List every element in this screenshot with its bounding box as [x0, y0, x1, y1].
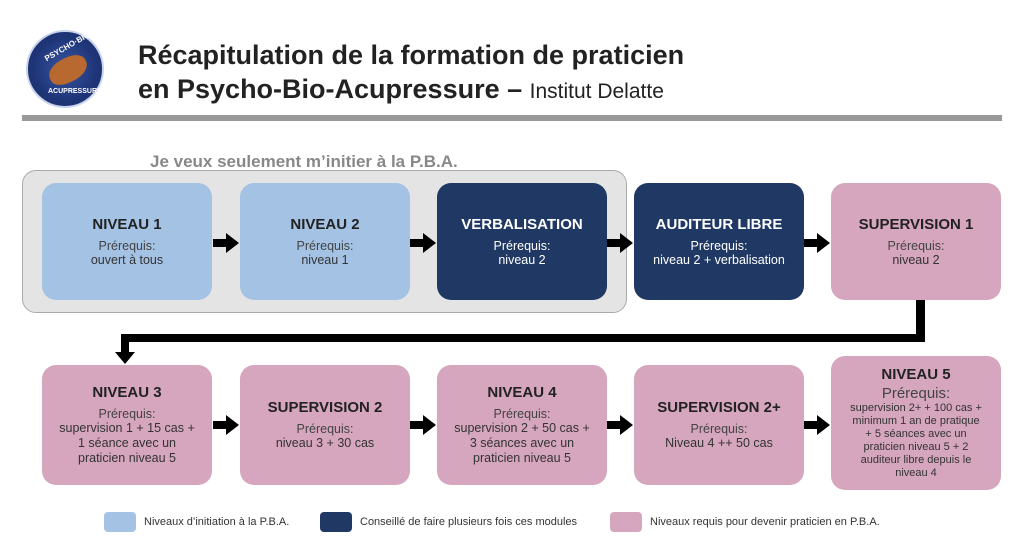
legend-initiation: Niveaux d’initiation à la P.B.A. [104, 512, 289, 532]
arrow-icon [804, 233, 830, 253]
box-supervision-2-plus: SUPERVISION 2+Prérequis:Niveau 4 ++ 50 c… [634, 365, 804, 485]
legend-practitioner: Niveaux requis pour devenir praticien en… [610, 512, 880, 532]
divider [22, 115, 1002, 121]
connector-line [121, 334, 129, 354]
arrow-icon [213, 415, 239, 435]
arrow-icon [804, 415, 830, 435]
arrow-icon [607, 415, 633, 435]
arrow-icon [607, 233, 633, 253]
arrow-icon [410, 415, 436, 435]
connector-line [916, 300, 925, 342]
page-title: Récapitulation de la formation de pratic… [138, 40, 685, 104]
arrow-icon [213, 233, 239, 253]
arrow-icon [410, 233, 436, 253]
group-label: Je veux seulement m’initier à la P.B.A. [150, 152, 458, 171]
arrow-down-icon [115, 352, 135, 364]
legend-repeat: Conseillé de faire plusieurs fois ces mo… [320, 512, 577, 532]
connector-line [121, 334, 925, 342]
